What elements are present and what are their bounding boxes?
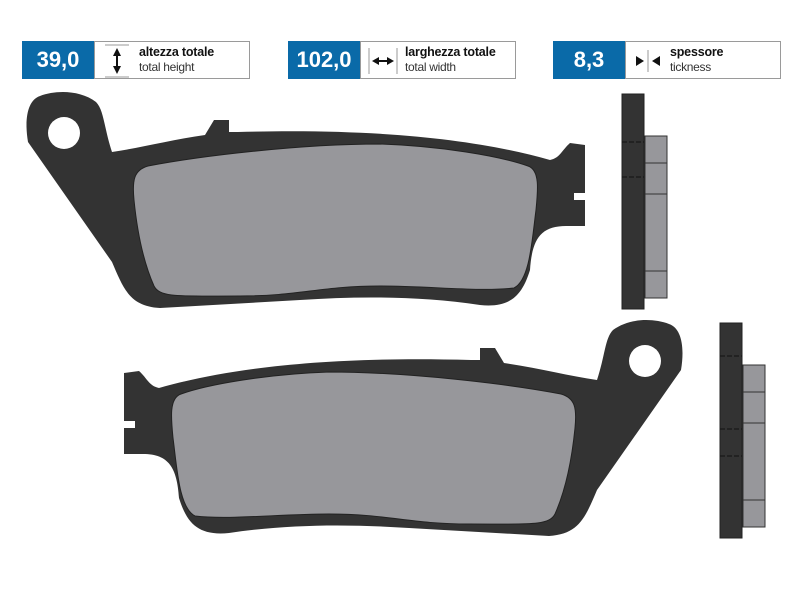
spec-value: 8,3 xyxy=(553,41,625,79)
spec-value: 39,0 xyxy=(22,41,94,79)
spec-label-box: spessore tickness xyxy=(625,41,781,79)
spec-label-box: larghezza totale total width xyxy=(360,41,516,79)
spec-total-height: 39,0 altezza totale total height xyxy=(22,41,250,79)
brake-pad-front-view-bottom xyxy=(124,320,683,536)
spec-total-width: 102,0 larghezza totale total width xyxy=(288,41,516,79)
brake-pad-side-view-bottom xyxy=(719,322,766,539)
spec-label-english: total width xyxy=(405,60,456,74)
brake-pad-side-view-top xyxy=(621,93,668,310)
vertical-double-arrow-icon xyxy=(95,42,139,78)
spec-thickness: 8,3 spessore tickness xyxy=(553,41,781,79)
spec-label-english: tickness xyxy=(670,60,711,74)
brake-pad-front-view-top xyxy=(26,92,585,309)
spec-value: 102,0 xyxy=(288,41,360,79)
spec-label-italian: altezza totale xyxy=(139,45,215,59)
spec-label-italian: larghezza totale xyxy=(405,45,496,59)
thickness-arrows-icon xyxy=(626,42,670,78)
spec-label-box: altezza totale total height xyxy=(94,41,250,79)
horizontal-double-arrow-icon xyxy=(361,42,405,78)
spec-label-italian: spessore xyxy=(670,45,724,59)
spec-label-english: total height xyxy=(139,60,195,74)
